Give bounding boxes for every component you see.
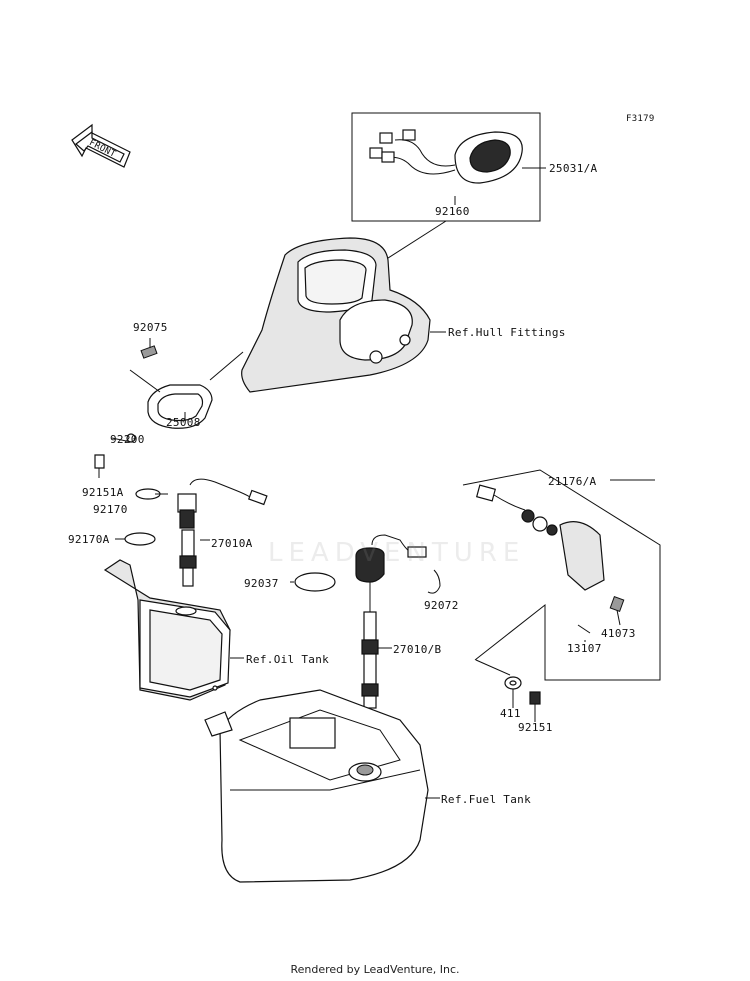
- label-ref-fuel-tank: Ref.Fuel Tank: [441, 793, 531, 806]
- clamp-92037-drawing: [294, 572, 336, 592]
- label-92170: 92170: [93, 503, 128, 516]
- label-92075: 92075: [133, 321, 168, 334]
- label-27010b: 27010/B: [393, 643, 442, 656]
- label-92151a: 92151A: [82, 486, 124, 499]
- washer-and-bolt-drawing: [504, 676, 541, 712]
- label-25031a: 25031/A: [549, 162, 598, 175]
- label-92072: 92072: [424, 599, 459, 612]
- label-92200: 92200: [110, 433, 145, 446]
- bracket-drawing: [94, 345, 213, 478]
- label-41073: 41073: [601, 627, 636, 640]
- figure-code: F3179: [626, 114, 655, 124]
- oil-sender-drawing: [124, 478, 268, 587]
- label-ref-hull-fittings: Ref.Hull Fittings: [448, 326, 566, 339]
- label-25008: 25008: [166, 416, 201, 429]
- footer-credit: Rendered by LeadVenture, Inc.: [290, 963, 460, 976]
- label-411: 411: [500, 707, 521, 720]
- front-arrow-icon: [71, 123, 131, 168]
- label-92160: 92160: [435, 205, 470, 218]
- label-92151: 92151: [518, 721, 553, 734]
- hull-console-drawing: [241, 237, 431, 393]
- watermark-text: LEADVENTURE: [268, 538, 526, 568]
- label-21176a: 21176/A: [548, 475, 597, 488]
- oil-tank-drawing: [103, 559, 231, 701]
- switch-inset-box: [462, 469, 661, 681]
- label-27010a: 27010A: [211, 537, 253, 550]
- switch-unit-drawing: [475, 484, 625, 634]
- label-92037: 92037: [244, 577, 279, 590]
- fuel-tank-drawing: [204, 689, 429, 883]
- label-13107: 13107: [567, 642, 602, 655]
- meter-unit-drawing: [369, 129, 523, 184]
- label-ref-oil-tank: Ref.Oil Tank: [246, 653, 330, 666]
- label-92170a: 92170A: [68, 533, 110, 546]
